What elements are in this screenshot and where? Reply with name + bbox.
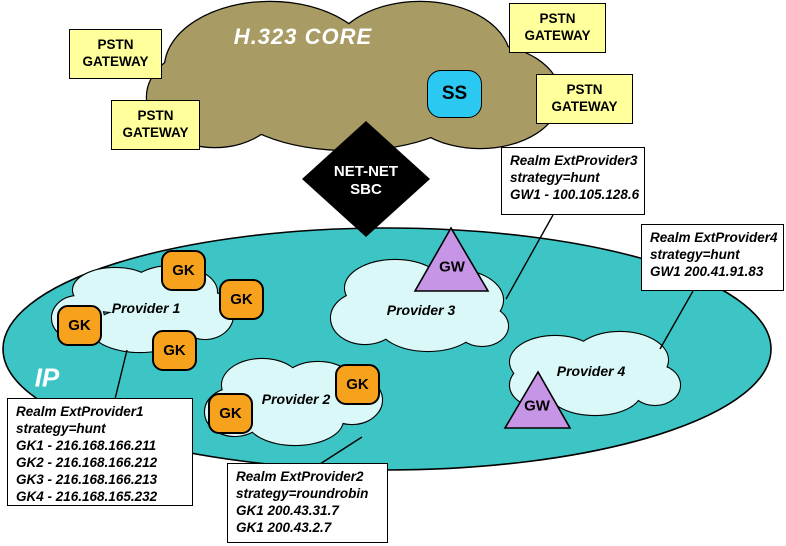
gw-node-label-provider3: GW (439, 258, 465, 276)
ip-title: IP (34, 362, 60, 393)
realm-line: GK2 - 216.168.166.212 (16, 455, 158, 470)
realm-line: GK1 - 216.168.166.211 (16, 438, 157, 453)
connector-provider3-realm3 (505, 214, 554, 300)
softswitch-node: SS (427, 70, 482, 118)
realm-box-extprovider3: Realm ExtProvider3 strategy=hunt GW1 - 1… (501, 147, 645, 215)
pstn-label-line1: PSTN (566, 82, 603, 98)
gw-triangle-provider3 (413, 226, 490, 292)
gk-node-provider1-right: GK (219, 279, 264, 320)
pstn-label-line2: GATEWAY (524, 28, 591, 43)
provider-1-label: Provider 1 (111, 300, 181, 316)
sbc-label-line1: NET-NET (333, 163, 399, 180)
net-net-sbc-label: NET-NET SBC (334, 163, 398, 199)
pstn-gateway-box-3: PSTN GATEWAY (509, 3, 606, 53)
realm-line: GK4 - 216.168.165.232 (16, 489, 158, 504)
gk-node-provider2-right: GK (335, 364, 380, 405)
pstn-label-line2: GATEWAY (551, 99, 618, 114)
pstn-label-line2: GATEWAY (122, 125, 189, 140)
gk-node-provider1-bottom: GK (152, 330, 197, 371)
realm-line: strategy=roundrobin (236, 486, 369, 501)
realm-line: strategy=hunt (16, 421, 106, 436)
gw-triangle-provider4 (503, 370, 572, 429)
realm-line: GW1 - 100.105.128.6 (510, 187, 640, 202)
realm-line: GW1 200.41.91.83 (650, 264, 764, 279)
provider-3-label: Provider 3 (386, 302, 456, 318)
realm-line: strategy=hunt (510, 170, 600, 185)
realm-line: Realm ExtProvider3 (510, 153, 638, 168)
connector-provider1-realm1 (114, 349, 128, 400)
gk-node-provider1-top: GK (161, 250, 206, 291)
provider-4-label: Provider 4 (556, 363, 626, 379)
realm-line: Realm ExtProvider1 (16, 404, 144, 419)
net-net-sbc-diamond (302, 121, 430, 237)
connector-provider2-realm2 (319, 436, 363, 465)
realm-line: GK3 - 216.168.166.213 (16, 472, 158, 487)
realm-line: strategy=hunt (650, 247, 740, 262)
gw-node-label-provider4: GW (524, 397, 550, 415)
pstn-gateway-box-4: PSTN GATEWAY (536, 74, 633, 124)
realm-line: GK1 200.43.2.7 (236, 520, 332, 535)
pstn-label-line1: PSTN (97, 37, 134, 53)
provider-2-label: Provider 2 (261, 391, 331, 407)
pstn-label-line1: PSTN (539, 11, 576, 27)
connector-provider4-realm4 (659, 290, 694, 350)
realm-box-extprovider4: Realm ExtProvider4 strategy=hunt GW1 200… (641, 224, 784, 291)
h323-core-title: H.323 CORE (233, 24, 373, 49)
provider-4-cloud (508, 330, 682, 417)
pstn-gateway-box-1: PSTN GATEWAY (69, 29, 162, 79)
realm-box-extprovider1: Realm ExtProvider1 strategy=hunt GK1 - 2… (7, 398, 193, 506)
realm-line: GK1 200.43.31.7 (236, 503, 339, 518)
pstn-label-line2: GATEWAY (82, 54, 149, 69)
gk-node-provider2-left: GK (208, 393, 253, 434)
realm-box-extprovider2: Realm ExtProvider2 strategy=roundrobin G… (227, 463, 388, 543)
realm-line: Realm ExtProvider4 (650, 230, 778, 245)
pstn-gateway-box-2: PSTN GATEWAY (111, 100, 200, 150)
realm-line: Realm ExtProvider2 (236, 469, 364, 484)
gk-node-provider1-left: GK (57, 305, 102, 346)
pstn-label-line1: PSTN (137, 108, 174, 124)
sbc-label-line2: SBC (350, 181, 382, 198)
